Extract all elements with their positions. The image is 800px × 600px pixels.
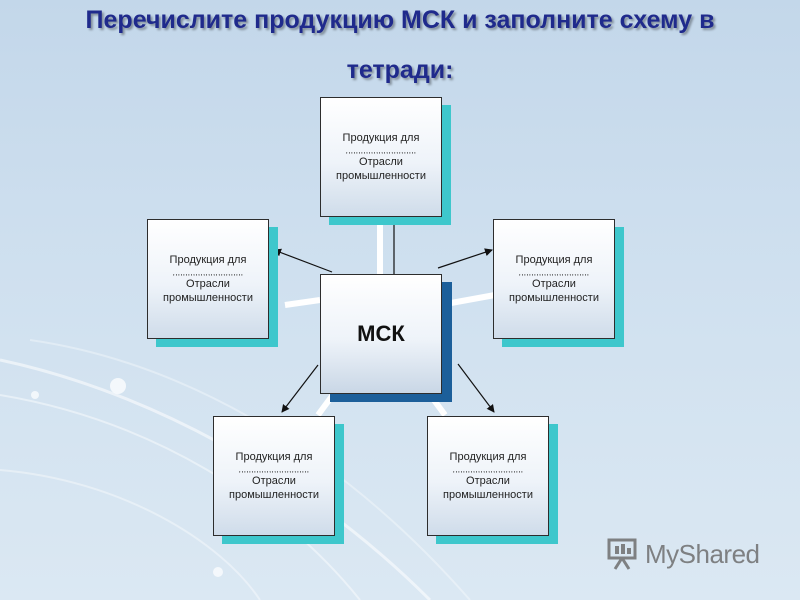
center-msk-box: МСК [320, 274, 442, 394]
box-blank-dots: ,,,,,,,,,,,,,,,,,,,,,,,,,,,, [238, 465, 310, 474]
box-blank-dots: ,,,,,,,,,,,,,,,,,,,,,,,,,,,, [518, 268, 590, 277]
box-label: Продукция для [169, 254, 247, 266]
box-industry-label: Отрасли [532, 278, 576, 290]
product-box-right: Продукция для ,,,,,,,,,,,,,,,,,,,,,,,,,,… [493, 219, 615, 339]
title-line-1: Перечислите продукцию МСК и заполните сх… [85, 6, 715, 34]
box-blank-dots: ,,,,,,,,,,,,,,,,,,,,,,,,,,,, [172, 268, 244, 277]
product-box-bottom-left: Продукция для ,,,,,,,,,,,,,,,,,,,,,,,,,,… [213, 416, 335, 536]
watermark-text: MyShared [645, 538, 760, 569]
box-industry-label: Отрасли [359, 156, 403, 168]
box-blank-dots: ,,,,,,,,,,,,,,,,,,,,,,,,,,,, [452, 465, 524, 474]
box-industry-label: Отрасли [466, 475, 510, 487]
watermark: MyShared [607, 536, 760, 572]
box-industry-word: промышленности [509, 292, 599, 304]
product-box-left: Продукция для ,,,,,,,,,,,,,,,,,,,,,,,,,,… [147, 219, 269, 339]
box-industry-word: промышленности [229, 489, 319, 501]
box-industry-label: Отрасли [186, 278, 230, 290]
box-blank-dots: ,,,,,,,,,,,,,,,,,,,,,,,,,,,, [345, 146, 417, 155]
box-industry-word: промышленности [443, 489, 533, 501]
box-label: Продукция для [235, 451, 313, 463]
product-box-top: Продукция для ,,,,,,,,,,,,,,,,,,,,,,,,,,… [320, 97, 442, 217]
arrow-left [273, 248, 333, 273]
arrow-bottom-left [281, 364, 319, 413]
box-label: Продукция для [342, 132, 420, 144]
box-industry-word: промышленности [336, 170, 426, 182]
arrow-right [437, 248, 493, 269]
arrow-bottom-right [457, 363, 495, 413]
title-line-2: тетради: [346, 56, 454, 84]
box-industry-word: промышленности [163, 292, 253, 304]
presentation-board-icon [607, 538, 637, 570]
product-box-bottom-right: Продукция для ,,,,,,,,,,,,,,,,,,,,,,,,,,… [427, 416, 549, 536]
box-industry-label: Отрасли [252, 475, 296, 487]
center-label: МСК [357, 321, 405, 346]
box-label: Продукция для [515, 254, 593, 266]
box-label: Продукция для [449, 451, 527, 463]
